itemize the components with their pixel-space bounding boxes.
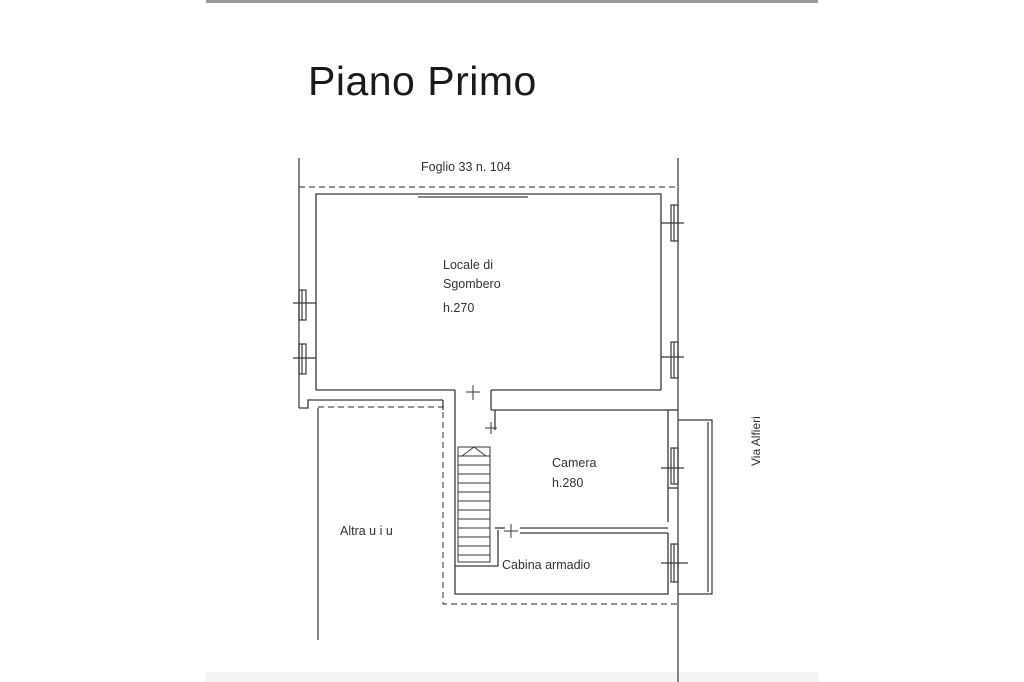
room-camera-name: Camera (552, 456, 597, 470)
page-title: Piano Primo (308, 58, 537, 104)
door-markers (466, 385, 518, 538)
windows (293, 204, 688, 583)
parcel-label: Foglio 33 n. 104 (421, 160, 511, 174)
window-cabina (661, 543, 688, 583)
staircase (457, 446, 491, 563)
window-camera (661, 447, 684, 485)
balcony (678, 419, 713, 595)
room-sgombero-name-line2: Sgombero (443, 277, 501, 291)
parcel-dashed-outline (299, 186, 678, 605)
room-camera-height: h.280 (552, 476, 583, 490)
building-walls (299, 193, 678, 595)
page-bottom-edge (206, 672, 818, 682)
window-sgombero-right-top (661, 204, 684, 242)
window-sgombero-left-top (293, 289, 316, 321)
street-label: Via Alfieri (749, 416, 763, 466)
room-cabina-name: Cabina armadio (502, 558, 590, 572)
room-sgombero-name-line1: Locale di (443, 258, 493, 272)
other-unit-label: Altra u i u (340, 524, 393, 538)
window-sgombero-left-bottom (293, 343, 316, 375)
window-sgombero-right-bottom (661, 341, 684, 379)
page-top-border (206, 0, 818, 3)
room-sgombero-height: h.270 (443, 301, 474, 315)
